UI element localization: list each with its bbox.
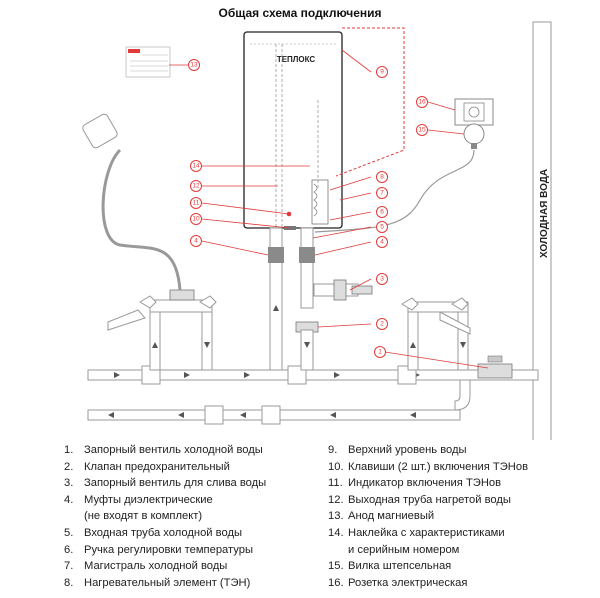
sticker-label — [125, 46, 171, 78]
svg-text:3: 3 — [380, 276, 384, 283]
legend-item: и серийным номером — [348, 543, 460, 556]
svg-text:7: 7 — [380, 190, 384, 197]
legend-item: 6.Ручка регулировки температуры — [64, 543, 254, 556]
svg-text:14: 14 — [192, 163, 200, 170]
svg-text:9: 9 — [380, 69, 384, 76]
callout-11: 11 — [190, 197, 202, 209]
legend-item: 15.Вилка штепсельная — [328, 560, 452, 573]
callout-4-left: 4 — [190, 235, 202, 247]
legend-item: 9.Верхний уровень воды — [328, 444, 467, 456]
callout-10: 10 — [190, 213, 202, 225]
svg-text:4: 4 — [194, 238, 198, 245]
svg-text:2: 2 — [380, 321, 384, 328]
svg-text:11: 11 — [193, 200, 200, 207]
svg-text:12: 12 — [192, 183, 200, 190]
legend-item: 11.Индикатор включения ТЭНов — [328, 477, 502, 490]
legend-item: 13.Анод магниевый — [328, 510, 435, 523]
callout-16: 16 — [416, 96, 428, 108]
legend-right: 9.Верхний уровень воды 10.Клавиши (2 шт.… — [328, 442, 528, 591]
cold-water-riser: ХОЛОДНАЯ ВОДА — [532, 21, 552, 440]
callout-6: 6 — [376, 206, 388, 218]
legend-item: 4.Муфты диэлектрические — [64, 493, 213, 506]
svg-text:4: 4 — [380, 239, 384, 246]
callout-15: 15 — [416, 124, 428, 136]
svg-text:15: 15 — [418, 127, 426, 134]
brand-logo: ТЕПЛОКС — [277, 55, 316, 64]
legend-item: (не входят в комплект) — [84, 510, 203, 523]
legend-item: 14.Наклейка с характеристиками — [328, 526, 505, 539]
legend-item: 5.Входная труба холодной воды — [64, 526, 243, 539]
callout-9: 9 — [376, 66, 388, 78]
svg-text:5: 5 — [380, 224, 384, 231]
wall-label: ХОЛОДНАЯ ВОДА — [539, 169, 550, 258]
legend-item: 3.Запорный вентиль для слива воды — [64, 477, 267, 490]
callout-3: 3 — [376, 273, 388, 285]
callout-leaders — [169, 49, 489, 369]
callout-14: 13 — [188, 59, 200, 71]
callout-8: 8 — [376, 171, 388, 183]
legend-item: 1.Запорный вентиль холодной воды — [64, 444, 263, 456]
callout-4-right: 4 — [376, 236, 388, 248]
callout-7: 7 — [376, 187, 388, 199]
legend-item: 10.Клавиши (2 шт.) включения ТЭНов — [328, 460, 529, 473]
diagram-title: Общая схема подключения — [218, 6, 382, 20]
svg-text:10: 10 — [192, 216, 200, 223]
callout-12: 12 — [190, 180, 202, 192]
svg-text:8: 8 — [380, 174, 384, 181]
callout-1: 1 — [374, 346, 386, 358]
legend-item: 7.Магистраль холодной воды — [64, 560, 228, 573]
legend-item: 8.Нагревательный элемент (ТЭН) — [64, 576, 251, 589]
legend-item: 16.Розетка электрическая — [328, 576, 468, 589]
legend-item: 12.Выходная труба нагретой воды — [328, 493, 511, 506]
svg-text:6: 6 — [380, 209, 384, 216]
electrical — [314, 98, 494, 233]
shower-mixer — [82, 113, 217, 371]
callout-13: 14 — [190, 160, 202, 172]
legend-left: 1.Запорный вентиль холодной воды 2.Клапа… — [64, 442, 266, 591]
water-heater-tank: ТЕПЛОКС — [243, 31, 343, 230]
connection-diagram: ХОЛОДНАЯ ВОДА ТЕПЛОКС — [82, 21, 552, 440]
main-pipes — [87, 365, 539, 425]
callout-5: 5 — [376, 221, 388, 233]
legend-item: 2.Клапан предохранительный — [64, 460, 230, 473]
sink-mixer — [401, 297, 513, 379]
callout-2: 2 — [376, 318, 388, 330]
svg-text:16: 16 — [418, 99, 426, 106]
svg-text:13: 13 — [190, 62, 198, 69]
heater-pipes — [268, 227, 373, 371]
svg-text:1: 1 — [378, 349, 382, 356]
